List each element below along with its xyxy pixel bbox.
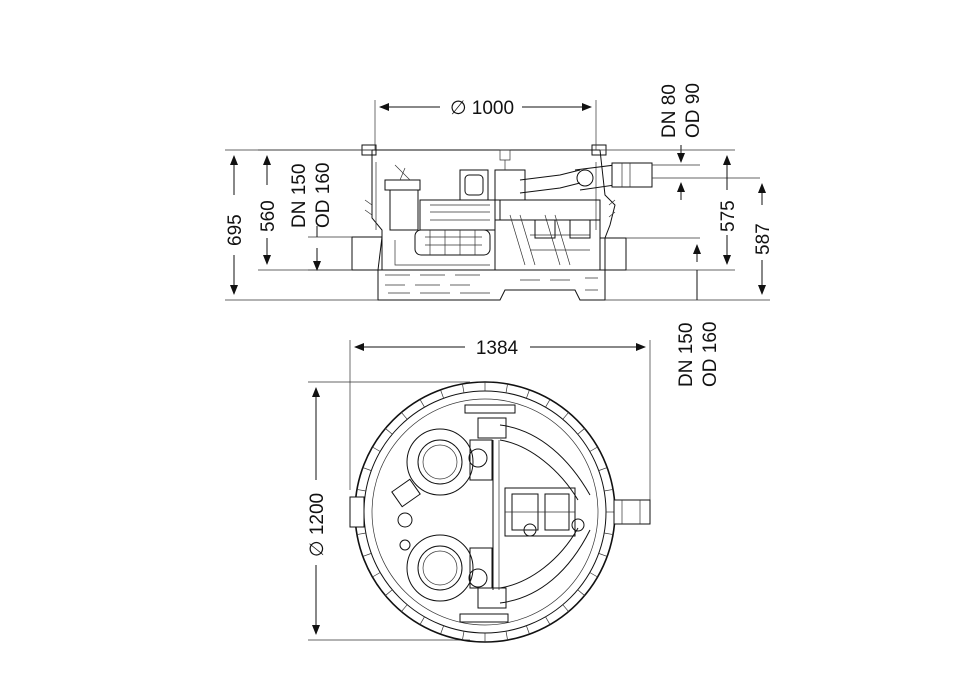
tank-rib [385, 428, 393, 435]
tank-rib [526, 625, 530, 635]
tank-rib [362, 467, 372, 471]
tank-rib [462, 383, 465, 393]
tank-ribs [355, 382, 615, 642]
small-fitting-upper [397, 512, 413, 528]
dim-575-label: 575 [718, 200, 739, 232]
tank-rib [356, 489, 366, 492]
outlet-dn150-label: DN 150 [676, 323, 697, 387]
dim-1000: ∅ 1000 [374, 98, 597, 150]
tank-housing [361, 144, 616, 271]
tank-rib [589, 572, 598, 578]
od90-label: OD 90 [683, 83, 704, 138]
dim-right-outlet [626, 237, 701, 300]
dim-560: 560 [258, 149, 372, 271]
central-pump-block [504, 487, 585, 537]
tank-rib [604, 489, 614, 492]
tank-outer-ring [354, 381, 616, 643]
dim-1384: 1384 [349, 338, 651, 500]
valve-fitting [391, 478, 421, 508]
dim-1200-label: ∅ 1200 [307, 493, 328, 557]
dim-575: 575 [600, 149, 739, 271]
left-inlet-pipe [351, 236, 383, 271]
brand-label-plate [464, 404, 516, 414]
tank-rib [372, 572, 381, 578]
left-pump [384, 164, 496, 266]
tank-rib [401, 604, 408, 612]
tank-rib [419, 399, 425, 408]
lower-pump-disc [406, 534, 493, 602]
lower-coupling [477, 587, 507, 609]
brand-logo-plate [459, 613, 509, 623]
discharge-pipe-stub [611, 162, 653, 188]
tank-rib [505, 631, 508, 641]
right-outlet-pipe [599, 237, 627, 271]
tank-rib [598, 553, 608, 557]
tank-rib [440, 389, 444, 399]
dim-587-label: 587 [753, 223, 774, 255]
top-view: 1384 ∅ 1200 [307, 338, 651, 643]
left-dn150-label: DN 150 [289, 164, 310, 228]
tank-rib [545, 616, 551, 625]
tank-rib [577, 428, 585, 435]
tank-rib [526, 389, 530, 399]
tank-rib [562, 412, 569, 420]
tank-rib [401, 412, 408, 420]
small-fitting-lower [399, 539, 411, 551]
right-pump [494, 149, 601, 271]
dim-695: 695 [225, 149, 378, 301]
tank-rib [598, 467, 608, 471]
tank-rib [362, 553, 372, 557]
outlet-od160-label: OD 160 [700, 322, 721, 387]
dim-1200: ∅ 1200 [307, 381, 470, 641]
tank-rib [589, 446, 598, 452]
tank-base [377, 270, 606, 301]
tank-rib [577, 589, 585, 596]
dn80-label: DN 80 [659, 84, 680, 138]
dim-587: 587 [605, 183, 774, 301]
dim-560-label: 560 [258, 200, 279, 232]
upper-curved-pipe [499, 424, 591, 496]
upper-coupling [477, 417, 507, 439]
dim-left-inlet: DN 150 OD 160 [289, 163, 352, 271]
top-outlet-stub [613, 499, 651, 525]
discharge-pipe [574, 162, 653, 191]
dim-695-label: 695 [225, 214, 246, 246]
side-view: ∅ 1000 DN 80 OD 90 695 560 DN 150 OD [225, 83, 774, 301]
upper-pump-disc [406, 428, 493, 496]
top-inlet-stub [349, 496, 365, 528]
tank-rib [440, 625, 444, 635]
tank-rib [372, 446, 381, 452]
tank-rib [604, 532, 614, 535]
tank-rib [356, 532, 366, 535]
dim-1384-label: 1384 [476, 338, 519, 359]
left-od160-label: OD 160 [313, 163, 334, 228]
tank-rib [462, 631, 465, 641]
dim-dn80: DN 80 OD 90 [652, 83, 760, 200]
dim-1000-label: ∅ 1000 [450, 98, 514, 119]
tank-rib [545, 399, 551, 408]
tank-rib [562, 604, 569, 612]
tank-rib [419, 616, 425, 625]
tank-rib [385, 589, 393, 596]
tank-rib [505, 383, 508, 393]
lower-curved-pipe [499, 529, 591, 604]
